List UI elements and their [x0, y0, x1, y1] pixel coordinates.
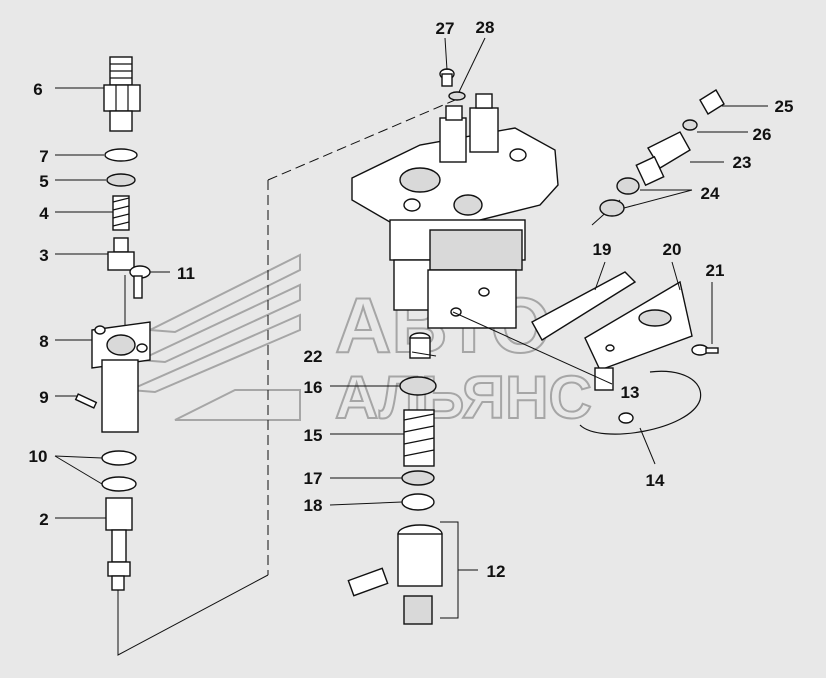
part-12-tappet-assembly [347, 521, 459, 625]
part-9-pin [74, 393, 98, 409]
callout-21: 21 [706, 261, 725, 280]
part-19-control-rack [531, 271, 637, 341]
part-17-lower-seat [401, 470, 435, 486]
callout-18: 18 [304, 496, 323, 515]
watermark-line2: АЛЬЯНС [335, 364, 592, 431]
part-23-fitting [635, 131, 691, 187]
callout-12: 12 [487, 562, 506, 581]
callout-28: 28 [476, 18, 495, 37]
callout-14: 14 [646, 471, 665, 490]
part-18-shim [401, 493, 435, 511]
callout-25: 25 [775, 97, 794, 116]
part-28-washer [448, 91, 466, 101]
part-16-spring-seat [399, 376, 437, 396]
callout-labels: 6 7 5 4 3 11 8 9 10 2 27 28 25 26 23 24 … [29, 18, 794, 581]
callout-9: 9 [39, 388, 48, 407]
part-5-gasket [106, 173, 136, 187]
part-2-plunger [105, 497, 133, 591]
callout-24: 24 [701, 184, 720, 203]
callout-20: 20 [663, 240, 682, 259]
part-25-banjo-bolt [699, 89, 725, 115]
part-7-o-ring [104, 148, 138, 162]
callout-4: 4 [39, 204, 49, 223]
part-24-washer-lower [599, 199, 625, 217]
callout-16: 16 [304, 378, 323, 397]
callout-5: 5 [39, 172, 48, 191]
part-21-screw [691, 344, 719, 356]
part-8-barrel-flange [91, 321, 151, 433]
callout-27: 27 [436, 19, 455, 38]
part-27-bolt [439, 68, 455, 87]
callout-7: 7 [39, 147, 48, 166]
part-6-delivery-valve-holder [103, 56, 141, 132]
leader-lines [54, 37, 768, 571]
part-10-o-ring-upper [101, 450, 137, 466]
callout-10: 10 [29, 447, 48, 466]
watermark-logo [129, 253, 301, 421]
callout-11: 11 [177, 264, 195, 283]
callout-26: 26 [753, 125, 772, 144]
callout-23: 23 [733, 153, 752, 172]
part-24-washer-upper [616, 177, 640, 195]
part-3-delivery-valve [107, 237, 135, 271]
callout-8: 8 [39, 332, 48, 351]
callout-13: 13 [621, 383, 640, 402]
pump-body [351, 93, 559, 329]
callout-17: 17 [304, 469, 323, 488]
part-15-plunger-spring [403, 409, 435, 467]
part-20-cover-plate [584, 280, 693, 391]
callout-19: 19 [593, 240, 612, 259]
callout-2: 2 [39, 510, 48, 529]
callout-15: 15 [304, 426, 323, 445]
callout-3: 3 [39, 246, 48, 265]
part-14-wire-clip [579, 370, 702, 435]
callout-6: 6 [33, 80, 42, 99]
part-11-screw [129, 265, 151, 299]
part-26-washer [682, 119, 698, 131]
callout-22: 22 [304, 347, 323, 366]
part-13-screw [618, 412, 634, 424]
part-10-o-ring-lower [101, 476, 137, 492]
part-4-spring [112, 195, 130, 231]
